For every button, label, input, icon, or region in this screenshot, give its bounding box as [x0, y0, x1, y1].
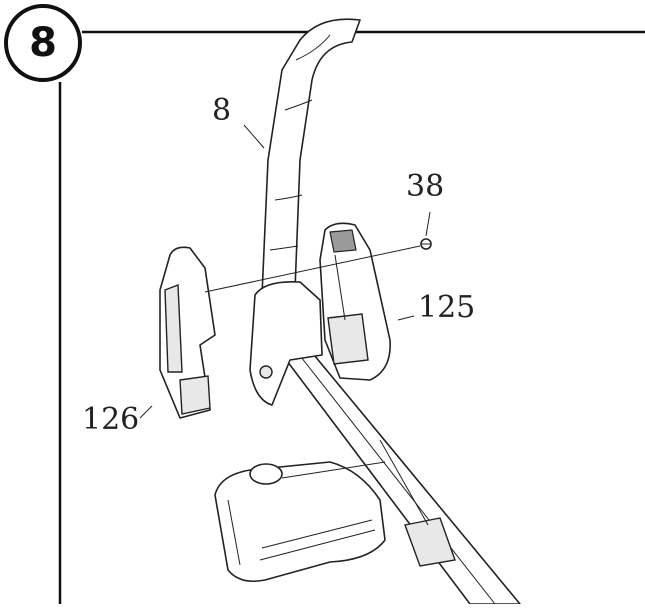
handlebar-part-8: [249, 18, 361, 406]
leader-lines: [139, 124, 431, 419]
assembly-guide-lines: [204, 245, 429, 526]
screw-part-38: [420, 238, 432, 250]
cover-part-126: [159, 246, 216, 419]
pedal-cover: [214, 461, 386, 583]
callout-label-cover-right: 125: [418, 290, 476, 325]
cover-part-125: [319, 222, 391, 381]
step-number-badge: 8: [4, 4, 82, 82]
callout-label-cover-left: 126: [82, 402, 140, 437]
callout-label-handlebar: 8: [212, 93, 232, 128]
step-number: 8: [29, 20, 57, 66]
callout-label-screw: 38: [406, 169, 445, 204]
